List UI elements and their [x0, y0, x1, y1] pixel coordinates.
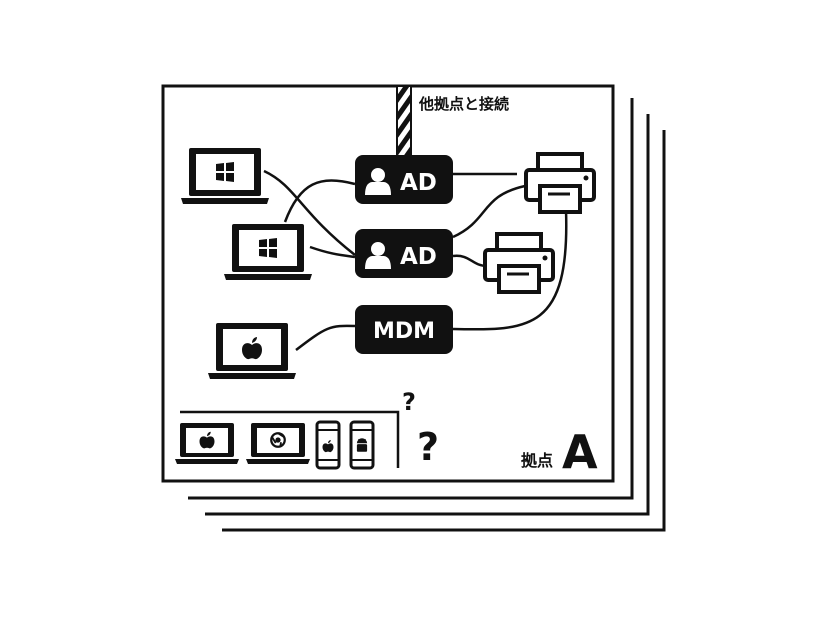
wire-laptop3-mdm [295, 324, 356, 351]
wire-ad-bottom-printer1 [452, 184, 526, 239]
stacked-sheets [188, 98, 666, 532]
unmanaged-devices-area [175, 410, 400, 470]
wire-laptop1-ad-bottom [263, 169, 356, 256]
site-letter: A [562, 425, 598, 479]
ad-bottom-label: AD [400, 244, 437, 270]
laptop-windows-1 [181, 148, 269, 204]
site-label: 拠点 [521, 451, 553, 470]
laptop-windows-2 [224, 224, 312, 280]
wire-laptop2-ad-bottom [309, 245, 356, 259]
mdm-label: MDM [373, 319, 435, 344]
question-mark-large: ? [417, 425, 439, 469]
mdm-server: MDM [355, 305, 453, 354]
android-logo-icon [356, 437, 368, 453]
unmanaged-iphone [315, 420, 341, 470]
question-mark-small: ? [402, 388, 416, 416]
connection-label: 他拠点と接続 [418, 95, 509, 113]
ad-top-label: AD [400, 170, 437, 196]
ad-server-top: AD [355, 155, 453, 204]
site-frame [161, 84, 615, 483]
unmanaged-android-phone [349, 420, 375, 470]
uplink-cable [396, 85, 412, 159]
wire-mdm-printer1 [452, 209, 568, 331]
laptop-mac [208, 323, 296, 379]
connection-wires [263, 169, 568, 351]
wire-laptop2-ad-top [283, 179, 356, 223]
ad-server-bottom: AD [355, 229, 453, 278]
